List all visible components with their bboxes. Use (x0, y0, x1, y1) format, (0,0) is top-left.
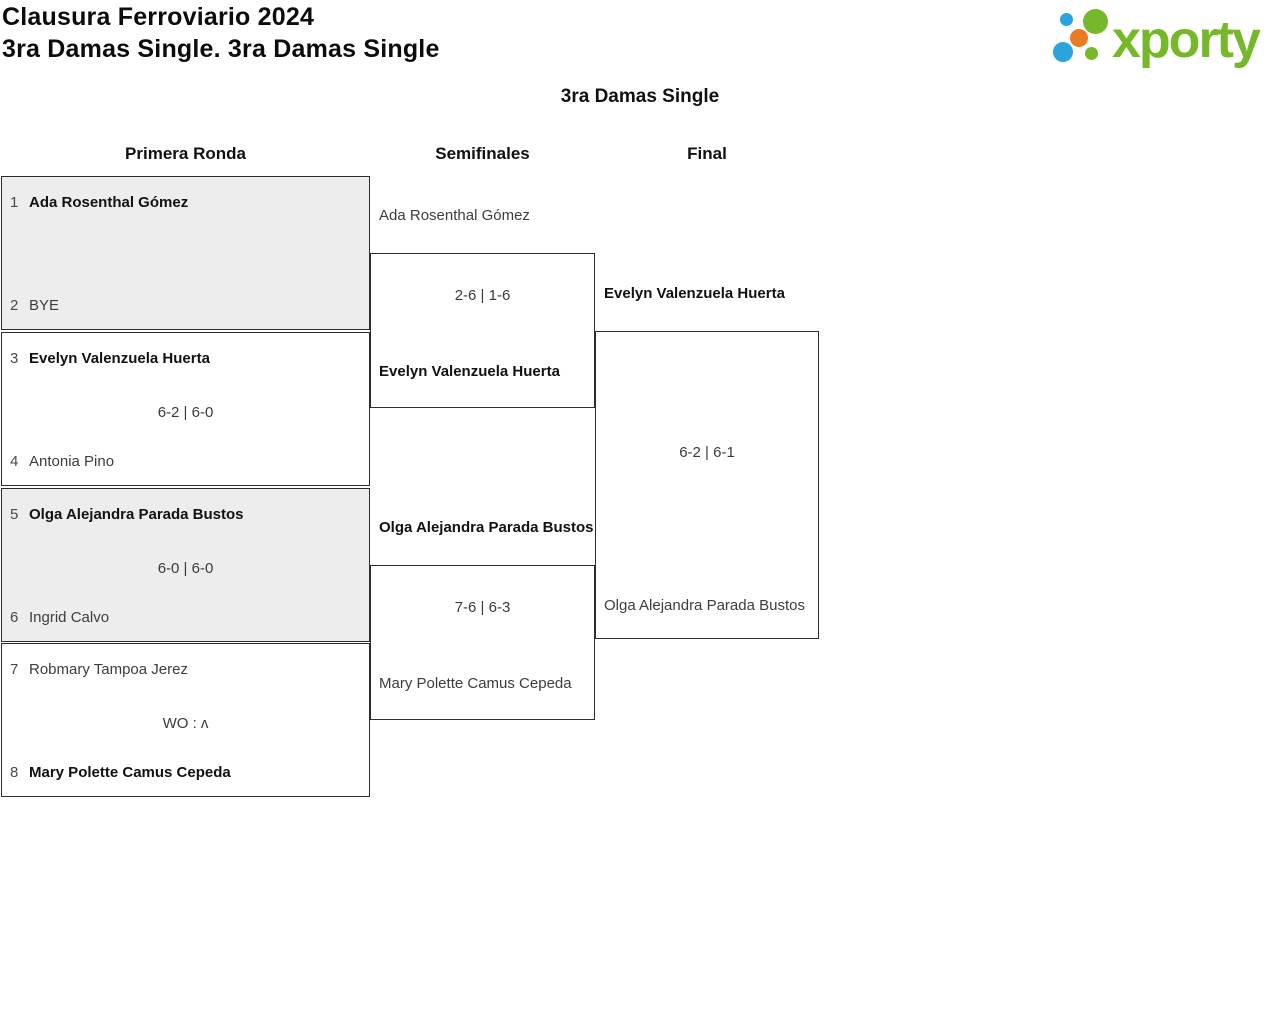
player-name: Ada Rosenthal Gómez (379, 207, 530, 224)
bracket-title: 3ra Damas Single (560, 86, 720, 107)
match-score: WO : ʌ (162, 715, 209, 732)
match-box-r1-2: 3 Evelyn Valenzuela Huerta 6-2 | 6-0 4 A… (1, 332, 370, 486)
match-score: 6-2 | 6-1 (679, 444, 735, 461)
player-name: Olga Alejandra Parada Bustos (29, 506, 244, 523)
player-seed: 6 (10, 609, 19, 626)
player-seed: 4 (10, 453, 19, 470)
match-box-r1-4: 7 Robmary Tampoa Jerez WO : ʌ 8 Mary Pol… (1, 643, 370, 797)
player-row: Olga Alejandra Parada Bustos (379, 519, 594, 536)
player-name: Ada Rosenthal Gómez (29, 194, 189, 211)
match-box-r1-3: 5 Olga Alejandra Parada Bustos 6-0 | 6-0… (1, 488, 370, 642)
player-name: Antonia Pino (29, 453, 115, 470)
category-title: 3ra Damas Single. 3ra Damas Single (2, 35, 440, 63)
match-score: 6-2 | 6-0 (157, 404, 214, 421)
player-name: BYE (29, 297, 60, 314)
match-score: 7-6 | 6-3 (454, 599, 511, 616)
match-score: 2-6 | 1-6 (454, 287, 511, 304)
match-box-r1-1: 1 Ada Rosenthal Gómez 2 BYE (1, 176, 370, 330)
player-row: 8 Mary Polette Camus Cepeda (10, 764, 231, 781)
match-box-sf-1: Ada Rosenthal Gómez 2-6 | 1-6 Evelyn Val… (370, 207, 595, 408)
player-name: Ingrid Calvo (29, 609, 110, 626)
player-seed: 8 (10, 764, 19, 781)
match-box-final: Evelyn Valenzuela Huerta 6-2 | 6-1 Olga … (595, 285, 819, 639)
logo-dot-orange-icon (1070, 29, 1088, 47)
logo-dot-green-large-icon (1083, 9, 1108, 34)
player-name: Evelyn Valenzuela Huerta (379, 363, 560, 380)
player-name: Robmary Tampoa Jerez (29, 661, 188, 678)
player-row: Mary Polette Camus Cepeda (379, 675, 572, 692)
player-seed: 7 (10, 661, 19, 678)
player-row: 7 Robmary Tampoa Jerez (10, 661, 188, 678)
xporty-logo[interactable]: xporty (1050, 6, 1275, 78)
player-seed: 3 (10, 350, 19, 367)
player-name: Olga Alejandra Parada Bustos (604, 597, 805, 614)
player-seed: 5 (10, 506, 19, 523)
player-row: Ada Rosenthal Gómez (379, 207, 530, 224)
player-row: 1 Ada Rosenthal Gómez (10, 194, 188, 211)
player-row: 4 Antonia Pino (10, 453, 114, 470)
player-row: Evelyn Valenzuela Huerta (379, 363, 560, 380)
player-row: 5 Olga Alejandra Parada Bustos (10, 506, 244, 523)
logo-dot-green-small-icon (1085, 47, 1098, 60)
player-name: Evelyn Valenzuela Huerta (29, 350, 210, 367)
player-name: Mary Polette Camus Cepeda (29, 764, 231, 781)
player-seed: 1 (10, 194, 19, 211)
match-score: 6-0 | 6-0 (157, 560, 214, 577)
logo-wordmark: xporty (1112, 11, 1261, 69)
logo-dot-blue-small-icon (1060, 13, 1073, 26)
player-row: 6 Ingrid Calvo (10, 609, 109, 626)
player-seed: 2 (10, 297, 19, 314)
round-header-final: Final (687, 144, 727, 163)
match-box-sf-2: Olga Alejandra Parada Bustos 7-6 | 6-3 M… (370, 519, 595, 720)
player-row: Evelyn Valenzuela Huerta (604, 285, 785, 302)
round-header-semifinales: Semifinales (435, 144, 530, 163)
logo-dot-blue-large-icon (1053, 42, 1073, 62)
tournament-title: Clausura Ferroviario 2024 (2, 3, 315, 31)
player-name: Mary Polette Camus Cepeda (379, 675, 572, 692)
player-row: 3 Evelyn Valenzuela Huerta (10, 350, 210, 367)
player-name: Evelyn Valenzuela Huerta (604, 285, 785, 302)
player-row: Olga Alejandra Parada Bustos (604, 597, 805, 614)
player-name: Olga Alejandra Parada Bustos (379, 519, 594, 536)
round-header-primera-ronda: Primera Ronda (125, 144, 246, 163)
player-row: 2 BYE (10, 297, 59, 314)
